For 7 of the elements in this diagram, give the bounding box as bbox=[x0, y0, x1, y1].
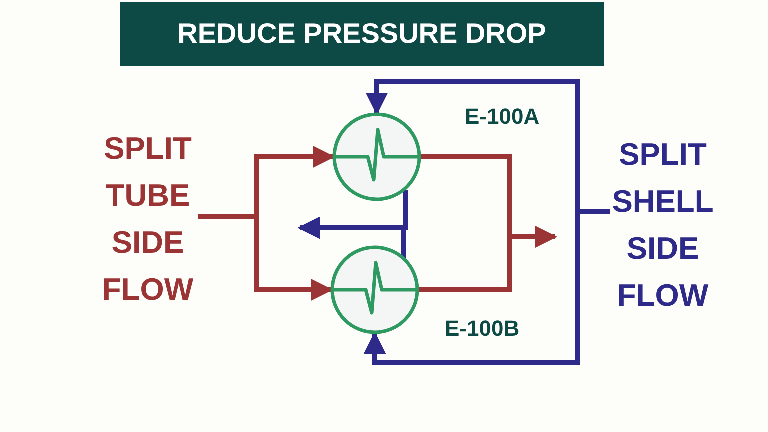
flow-label: SPLIT TUBE SIDE FLOW bbox=[98, 124, 198, 314]
title-banner: REDUCE PRESSURE DROP bbox=[120, 2, 604, 66]
equipment-tag: E-100A bbox=[465, 104, 540, 130]
flow-arrow bbox=[419, 226, 558, 292]
flow-label: SPLIT SHELL SIDE FLOW bbox=[610, 140, 716, 310]
equipment-tag: E-100B bbox=[445, 316, 520, 342]
flow-arrow bbox=[298, 216, 406, 260]
